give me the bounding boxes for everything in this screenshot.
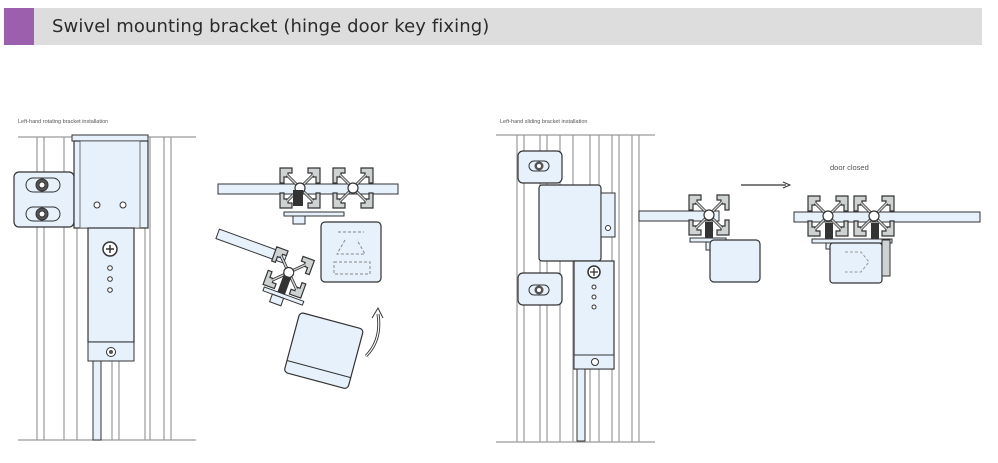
figure-caption-sliding: Left-hand sliding bracket installation bbox=[500, 119, 588, 125]
rotation-arrow bbox=[364, 313, 381, 358]
actuator-key bbox=[576, 368, 586, 442]
mounting-screw bbox=[25, 177, 61, 222]
figure-caption-rotating: Left-hand rotating bracket installation bbox=[18, 119, 109, 125]
key-bracket bbox=[538, 184, 602, 262]
key-housing-open bbox=[284, 312, 364, 389]
figure-rotating bbox=[13, 134, 399, 441]
door-closed-label: door closed bbox=[830, 163, 869, 172]
key-housing-open bbox=[709, 239, 761, 283]
header-accent-block bbox=[4, 8, 34, 45]
section-title: Swivel mounting bracket (hinge door key … bbox=[52, 16, 490, 37]
key-housing-closed bbox=[320, 221, 382, 283]
key-housing-closed bbox=[829, 242, 883, 284]
section-header: Swivel mounting bracket (hinge door key … bbox=[4, 8, 982, 45]
figure-sliding bbox=[496, 134, 981, 443]
actuator-key bbox=[92, 360, 102, 441]
